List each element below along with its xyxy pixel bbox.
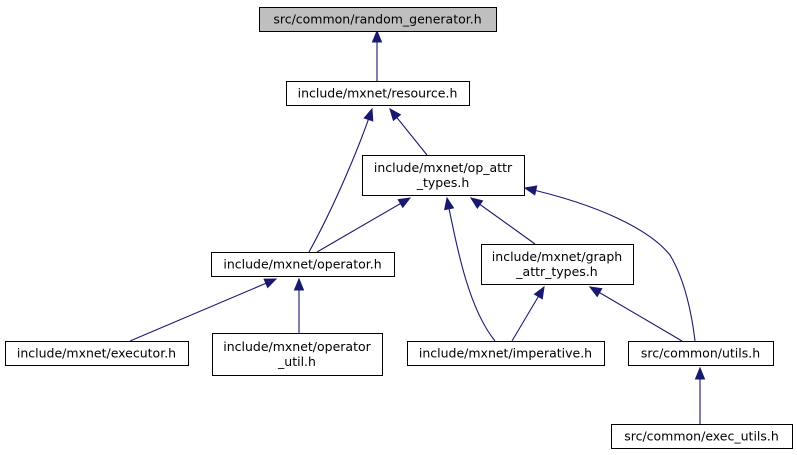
node-label: include/mxnet/operator bbox=[223, 339, 371, 354]
arrowhead bbox=[469, 197, 484, 209]
arrowhead bbox=[444, 196, 455, 211]
edge-utils-to-op_attr_types bbox=[523, 185, 696, 342]
node-label: _util.h bbox=[277, 354, 316, 369]
node-label: include/mxnet/operator.h bbox=[223, 257, 381, 272]
node-resource[interactable]: include/mxnet/resource.h bbox=[286, 81, 470, 106]
edge-imperative-to-op_attr_types bbox=[444, 196, 496, 342]
node-label: include/mxnet/op_attr bbox=[374, 160, 513, 175]
edge-line bbox=[308, 108, 373, 253]
edge-line bbox=[589, 286, 683, 342]
edge-line bbox=[470, 197, 536, 245]
node-label: include/mxnet/imperative.h bbox=[419, 346, 592, 361]
edge-operator-to-resource bbox=[308, 107, 374, 253]
edges-layer bbox=[129, 29, 706, 424]
node-box bbox=[5, 341, 189, 366]
arrowhead bbox=[293, 277, 305, 291]
edge-exec_utils-to-utils bbox=[694, 366, 706, 424]
arrowhead bbox=[694, 366, 706, 380]
edge-operator-to-op_attr_types bbox=[316, 197, 412, 253]
edge-executor-to-operator bbox=[129, 278, 278, 342]
node-operator[interactable]: include/mxnet/operator.h bbox=[211, 252, 395, 277]
arrowhead bbox=[397, 197, 412, 209]
node-random-generator[interactable]: src/common/random_generator.h bbox=[259, 7, 497, 32]
arrowhead bbox=[523, 185, 538, 196]
node-box bbox=[211, 252, 395, 277]
node-label: _attr_types.h bbox=[515, 264, 597, 279]
node-box bbox=[628, 341, 774, 366]
node-box bbox=[611, 424, 793, 449]
edge-graph_attr_types-to-op_attr_types bbox=[469, 197, 536, 245]
arrowhead bbox=[371, 29, 383, 43]
arrowhead bbox=[533, 285, 545, 300]
arrowhead bbox=[263, 278, 278, 289]
node-imperative[interactable]: include/mxnet/imperative.h bbox=[407, 341, 605, 366]
edge-line bbox=[524, 187, 696, 342]
node-label: include/mxnet/graph bbox=[492, 249, 622, 264]
nodes-layer: src/common/random_generator.h include/mxn… bbox=[5, 7, 793, 449]
arrowhead bbox=[389, 107, 402, 122]
edge-resource-to-random_generator bbox=[371, 29, 383, 81]
node-box bbox=[259, 7, 497, 32]
node-label: src/common/utils.h bbox=[641, 346, 760, 361]
node-box bbox=[286, 81, 470, 106]
node-label: src/common/exec_utils.h bbox=[624, 429, 779, 444]
edge-imperative-to-graph_attr_types bbox=[511, 285, 545, 342]
node-label: src/common/random_generator.h bbox=[273, 12, 481, 27]
arrowhead bbox=[363, 107, 374, 122]
node-label: include/mxnet/executor.h bbox=[17, 346, 176, 361]
edge-op_attr_types-to-resource bbox=[389, 107, 428, 156]
edge-line bbox=[316, 197, 411, 253]
edge-operator_util-to-operator bbox=[293, 277, 305, 333]
node-label: include/mxnet/resource.h bbox=[298, 86, 458, 101]
node-label: _types.h bbox=[416, 175, 470, 190]
node-graph-attr-types[interactable]: include/mxnet/graph_attr_types.h bbox=[481, 244, 634, 285]
node-utils[interactable]: src/common/utils.h bbox=[628, 341, 774, 366]
edge-line bbox=[446, 197, 496, 342]
node-box bbox=[407, 341, 605, 366]
edge-line bbox=[129, 278, 277, 342]
node-op-attr-types[interactable]: include/mxnet/op_attr_types.h bbox=[362, 155, 525, 196]
node-box bbox=[212, 333, 383, 376]
node-box bbox=[481, 244, 634, 285]
node-box bbox=[362, 155, 525, 196]
node-executor[interactable]: include/mxnet/executor.h bbox=[5, 341, 189, 366]
edge-utils-to-graph_attr_types bbox=[588, 286, 683, 342]
node-operator-util[interactable]: include/mxnet/operator_util.h bbox=[212, 333, 383, 376]
node-exec-utils[interactable]: src/common/exec_utils.h bbox=[611, 424, 793, 449]
arrowhead bbox=[588, 286, 603, 298]
